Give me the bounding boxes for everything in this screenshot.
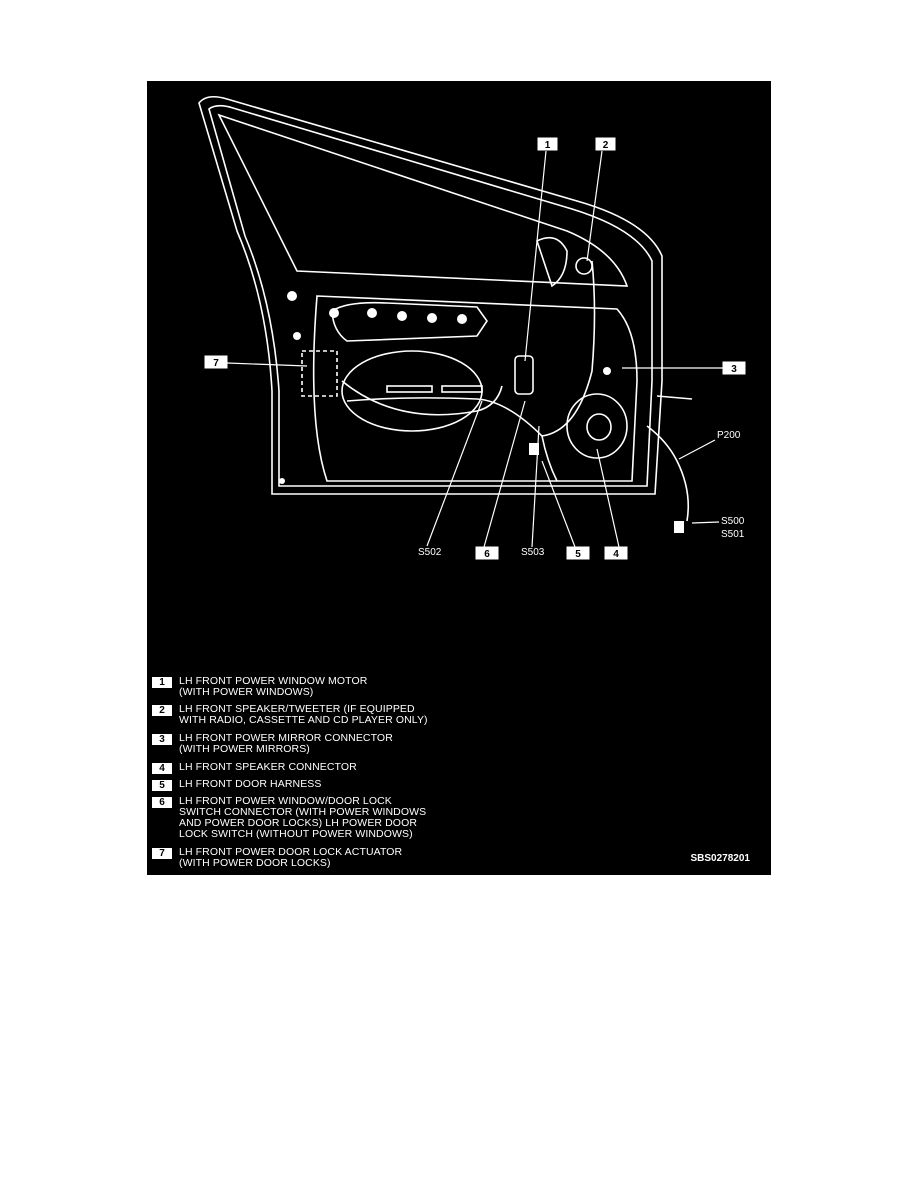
legend-number: 2	[152, 705, 172, 716]
callout-3: 3	[722, 361, 746, 375]
legend-number: 1	[152, 677, 172, 688]
figure-code: SBS0278201	[690, 853, 751, 864]
callout-1: 1	[537, 137, 558, 151]
callout-6: 6	[475, 546, 499, 560]
legend-item: 4 LH FRONT SPEAKER CONNECTOR	[152, 762, 357, 774]
legend-text: LH FRONT POWER DOOR LOCK ACTUATOR (WITH …	[179, 846, 403, 869]
legend-number: 4	[152, 763, 172, 774]
legend-text: LH FRONT SPEAKER CONNECTOR	[179, 761, 357, 773]
leader-lines	[226, 150, 723, 548]
legend-text: LH FRONT SPEAKER/TWEETER (IF EQUIPPED WI…	[179, 703, 428, 726]
label-s503: S503	[521, 547, 545, 558]
legend-text: LH FRONT POWER WINDOW MOTOR (WITH POWER …	[179, 675, 368, 698]
legend-text: LH FRONT POWER MIRROR CONNECTOR (WITH PO…	[179, 732, 393, 755]
wiring-figure: 1 2 3 4 5 6 7 P200 S500 S501 S502	[147, 81, 771, 875]
legend-item: 7 LH FRONT POWER DOOR LOCK ACTUATOR (WIT…	[152, 847, 402, 869]
label-s500: S500	[721, 516, 745, 527]
callout-2: 2	[595, 137, 616, 151]
legend-text: LH FRONT POWER WINDOW/DOOR LOCK SWITCH C…	[179, 795, 427, 840]
legend-number: 3	[152, 734, 172, 745]
door-diagram: 1 2 3 4 5 6 7 P200 S500 S501 S502	[198, 95, 746, 560]
legend-item: 2 LH FRONT SPEAKER/TWEETER (IF EQUIPPED …	[152, 704, 428, 726]
svg-text:6: 6	[484, 549, 490, 560]
label-s501: S501	[721, 529, 745, 540]
legend-number: 6	[152, 797, 172, 808]
callout-7: 7	[204, 355, 228, 369]
legend-item: 6 LH FRONT POWER WINDOW/DOOR LOCK SWITCH…	[152, 796, 426, 840]
svg-text:7: 7	[213, 358, 219, 369]
label-p200: P200	[717, 430, 741, 441]
door-holes	[279, 291, 684, 533]
legend-item: 5 LH FRONT DOOR HARNESS	[152, 779, 322, 791]
legend-text: LH FRONT DOOR HARNESS	[179, 778, 322, 790]
legend-number: 7	[152, 848, 172, 859]
svg-text:2: 2	[603, 140, 609, 151]
legend-item: 3 LH FRONT POWER MIRROR CONNECTOR (WITH …	[152, 733, 393, 755]
svg-text:4: 4	[613, 549, 619, 560]
door-outline	[198, 95, 693, 522]
label-s502: S502	[418, 547, 442, 558]
svg-text:1: 1	[545, 140, 551, 151]
callout-5: 5	[566, 546, 590, 560]
svg-text:5: 5	[575, 549, 581, 560]
legend-number: 5	[152, 780, 172, 791]
callout-4: 4	[604, 546, 628, 560]
svg-text:3: 3	[731, 364, 737, 375]
legend-item: 1 LH FRONT POWER WINDOW MOTOR (WITH POWE…	[152, 676, 367, 698]
